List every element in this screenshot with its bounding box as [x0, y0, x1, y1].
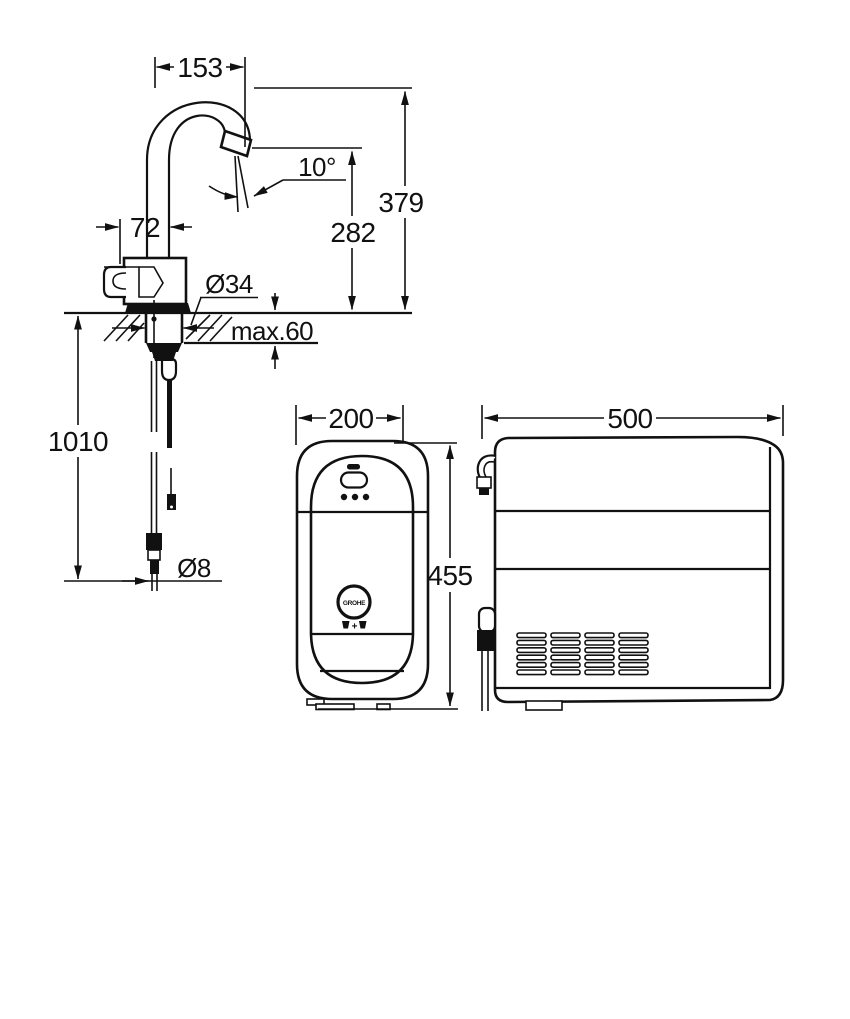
- dim-height-to-top: 379: [254, 87, 424, 310]
- power-plug: [477, 606, 497, 711]
- dim-label-d34: Ø34: [205, 269, 253, 299]
- cooler-side-view: 500: [476, 403, 785, 711]
- dim-cooler-width: 200: [295, 403, 404, 445]
- faucet-base-plate: [125, 303, 191, 313]
- dim-cooler-depth: 500: [481, 403, 784, 439]
- status-leds-icon: [340, 493, 370, 501]
- faucet-handle: [102, 265, 126, 299]
- still-water-glass-icon: [342, 621, 350, 629]
- control-button-icon: [339, 471, 369, 489]
- dim-spout-reach: 153: [154, 52, 246, 147]
- dim-base-width: 72: [96, 212, 192, 264]
- dim-label-282: 282: [330, 217, 375, 248]
- dim-label-1010: 1010: [48, 426, 108, 457]
- faucet-spout-outline: [145, 101, 253, 262]
- dim-stream-angle: 10°: [208, 152, 346, 200]
- dim-label-500: 500: [607, 403, 652, 434]
- dim-cooler-height: 455: [318, 442, 473, 710]
- connection-hoses: [146, 343, 182, 591]
- hose-connector-block: [146, 533, 162, 550]
- dim-counter-thickness: max.60: [231, 293, 314, 369]
- dim-height-to-outlet: 282: [252, 147, 376, 310]
- dim-label-d8: Ø8: [177, 553, 211, 583]
- cooler-front-panel: [309, 454, 415, 685]
- dim-label-153: 153: [177, 52, 222, 83]
- grohe-logo-text: GROHE: [343, 600, 366, 607]
- mounting-nut: [146, 343, 182, 352]
- dim-label-379: 379: [378, 187, 423, 218]
- dim-hose-diameter: Ø8: [122, 553, 211, 585]
- faucet-side-view: 153 10° 379 282 72: [48, 52, 424, 591]
- dim-label-455: 455: [427, 560, 472, 591]
- dim-label-200: 200: [328, 403, 373, 434]
- sparkling-water-glass-icon: [359, 621, 367, 629]
- dim-label-max60: max.60: [231, 316, 313, 346]
- plus-sign: +: [352, 622, 358, 633]
- cooler-front-view: GROHE + 200 455: [295, 403, 473, 711]
- cooler-front-feet: [306, 698, 391, 711]
- cooler-side-foot: [525, 700, 563, 711]
- sensor-window-icon: [347, 464, 360, 470]
- hose-connector-tip: [167, 494, 176, 510]
- faucet-body: [102, 256, 191, 313]
- dim-mounting-hole: Ø34: [112, 269, 258, 332]
- dim-label-10deg: 10°: [298, 152, 336, 182]
- hose-holder-clip: [476, 454, 497, 495]
- dim-hose-length: 1010: [48, 315, 222, 582]
- dim-label-72: 72: [130, 212, 160, 243]
- grohe-logo: GROHE +: [336, 584, 372, 633]
- spout-aerator: [219, 129, 253, 158]
- control-cluster: [339, 464, 370, 501]
